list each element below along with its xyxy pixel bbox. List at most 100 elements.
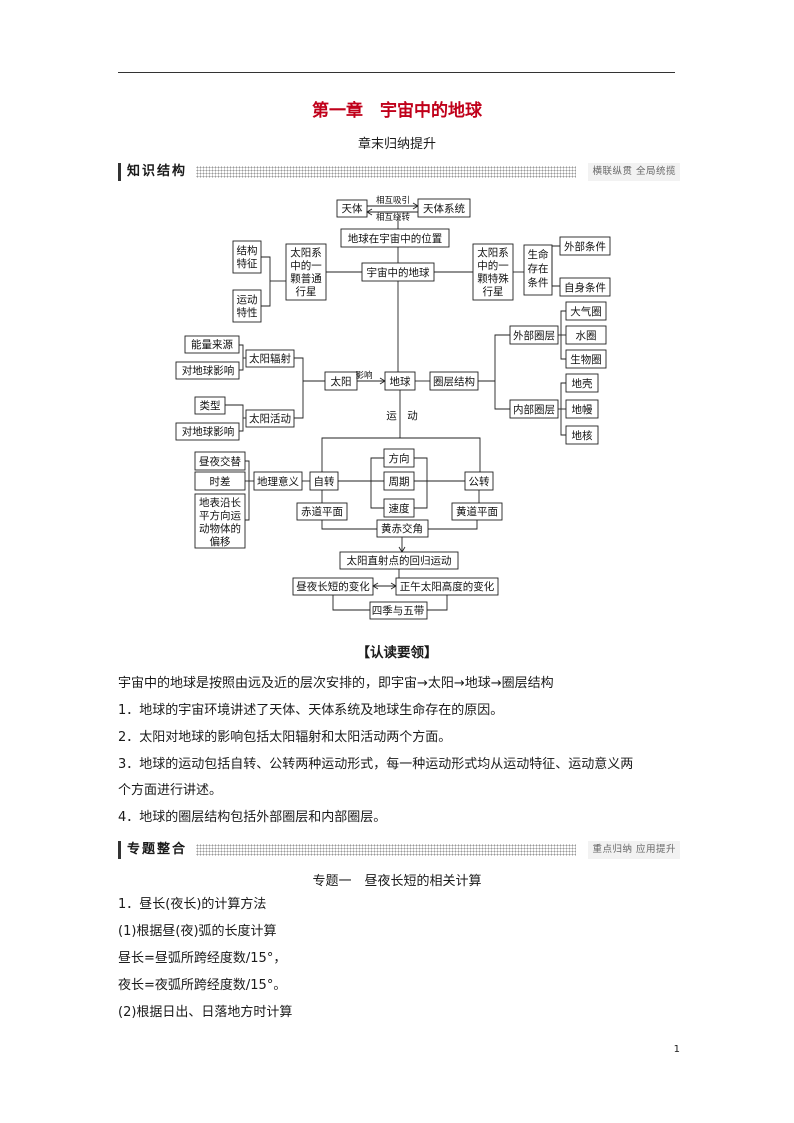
svg-text:昼夜长短的变化: 昼夜长短的变化 xyxy=(296,580,370,593)
svg-text:地理意义: 地理意义 xyxy=(257,475,299,488)
node-dili-yiyi: 地理意义 xyxy=(253,471,303,491)
svg-text:速度: 速度 xyxy=(389,502,410,515)
svg-text:偏移: 偏移 xyxy=(210,535,231,548)
node-shicha: 时差 xyxy=(194,471,246,491)
svg-text:生物圈: 生物圈 xyxy=(570,353,602,366)
node-leixing: 类型 xyxy=(194,396,226,415)
svg-text:特性: 特性 xyxy=(237,306,258,319)
node-diman: 地幔 xyxy=(565,399,599,419)
node-chidao-pingmian: 赤道平面 xyxy=(296,502,348,521)
svg-text:天体系统: 天体系统 xyxy=(423,202,465,215)
node-shengming: 生命 存在 条件 xyxy=(523,244,553,296)
node-piancheng: 地表沿长 平方向运 动物体的 偏移 xyxy=(194,493,246,549)
header-rule xyxy=(118,72,675,73)
node-siji-wudai: 四季与五带 xyxy=(369,601,428,620)
node-dihe: 地核 xyxy=(565,425,599,445)
label-yingxiang: 影响 xyxy=(355,370,372,381)
node-shuiquan: 水圈 xyxy=(565,325,607,345)
svg-text:地球: 地球 xyxy=(390,375,411,388)
node-huigui-yundong: 太阳直射点的回归运动 xyxy=(339,551,459,570)
node-fangxiang: 方向 xyxy=(383,448,415,468)
node-zhengwu-gaodu: 正午太阳高度的变化 xyxy=(395,577,499,596)
svg-text:中的一: 中的一 xyxy=(477,259,509,272)
svg-text:动物体的: 动物体的 xyxy=(199,522,241,535)
node-zizhuan: 自转 xyxy=(309,471,339,491)
svg-text:外部条件: 外部条件 xyxy=(564,240,606,253)
svg-text:颗特殊: 颗特殊 xyxy=(477,272,509,285)
node-gongzhuan: 公转 xyxy=(464,471,494,491)
paragraph-intro: 宇宙中的地球是按照由远及近的层次安排的，即宇宙→太阳→地球→圈层结构 xyxy=(118,676,554,691)
node-jiegou-tezheng: 结构 特征 xyxy=(232,240,262,274)
svg-text:地表沿长: 地表沿长 xyxy=(199,496,241,509)
svg-text:太阳系: 太阳系 xyxy=(477,246,509,259)
node-zishen-tiaojian: 自身条件 xyxy=(559,277,611,297)
paragraph-4: 4．地球的圈层结构包括外部圈层和内部圈层。 xyxy=(118,810,387,825)
svg-text:地壳: 地壳 xyxy=(572,377,593,390)
node-teshu-xingxing: 太阳系 中的一 颗特殊 行星 xyxy=(472,243,514,301)
banner-tag: 专题整合 xyxy=(118,841,194,859)
node-yuzhou-diqiu: 宇宙中的地球 xyxy=(361,262,435,282)
node-tianti-xitong: 天体系统 xyxy=(417,198,471,218)
svg-text:昼夜交替: 昼夜交替 xyxy=(199,455,241,468)
node-neibu-quanceng: 内部圈层 xyxy=(509,399,559,419)
svg-text:时差: 时差 xyxy=(210,475,231,488)
svg-text:内部圈层: 内部圈层 xyxy=(513,403,555,416)
node-nengliang-laiyuan: 能量来源 xyxy=(184,335,240,354)
node-taiyang-huodong: 太阳活动 xyxy=(245,409,295,428)
svg-text:太阳直射点的回归运动: 太阳直射点的回归运动 xyxy=(347,554,452,567)
node-diqiu-weizhi: 地球在宇宙中的位置 xyxy=(340,228,450,248)
svg-text:结构: 结构 xyxy=(237,244,258,257)
svg-text:大气圈: 大气圈 xyxy=(570,305,602,318)
node-waibu-tiaojian: 外部条件 xyxy=(559,236,611,256)
node-yundong-texing: 运动 特性 xyxy=(232,289,262,323)
node-shengwuquan: 生物圈 xyxy=(565,349,607,369)
paragraph-3-continued: 个方面进行讲述。 xyxy=(118,783,223,798)
svg-text:自身条件: 自身条件 xyxy=(564,281,606,294)
node-huangchi-jiaojiao: 黄赤交角 xyxy=(376,519,429,538)
svg-text:太阳系: 太阳系 xyxy=(290,246,322,259)
node-zhouye-changduan: 昼夜长短的变化 xyxy=(292,577,374,596)
paragraph-2: 2．太阳对地球的影响包括太阳辐射和太阳活动两个方面。 xyxy=(118,730,452,745)
svg-text:行星: 行星 xyxy=(483,285,504,298)
svg-text:宇宙中的地球: 宇宙中的地球 xyxy=(367,266,430,279)
svg-text:中的一: 中的一 xyxy=(290,259,322,272)
formula-day-length: 昼长=昼弧所跨经度数/15°， xyxy=(118,951,287,966)
node-putong-xingxing: 太阳系 中的一 颗普通 行星 xyxy=(285,243,327,301)
node-quanceng-jiegou: 圈层结构 xyxy=(429,371,479,391)
svg-text:对地球影响: 对地球影响 xyxy=(182,425,235,438)
paragraph-1: 1．地球的宇宙环境讲述了天体、天体系统及地球生命存在的原因。 xyxy=(118,703,504,718)
page-number: 1 xyxy=(673,1044,680,1055)
banner-caption: 横联纵贯 全局统揽 xyxy=(588,163,680,181)
svg-text:特征: 特征 xyxy=(237,258,258,270)
svg-text:正午太阳高度的变化: 正午太阳高度的变化 xyxy=(400,580,495,593)
svg-text:公转: 公转 xyxy=(469,475,490,488)
topic-title: 专题一 昼夜长短的相关计算 xyxy=(312,874,482,889)
svg-text:圈层结构: 圈层结构 xyxy=(433,375,475,388)
node-diqiao: 地壳 xyxy=(565,373,599,393)
svg-text:外部圈层: 外部圈层 xyxy=(513,329,555,342)
svg-text:太阳活动: 太阳活动 xyxy=(249,412,291,425)
svg-text:水圈: 水圈 xyxy=(576,330,597,342)
formula-night-length: 夜长=夜弧所跨经度数/15°。 xyxy=(118,978,287,993)
svg-text:太阳辐射: 太阳辐射 xyxy=(249,352,291,365)
svg-text:能量来源: 能量来源 xyxy=(191,338,233,351)
svg-text:地核: 地核 xyxy=(572,429,593,442)
node-taiyang: 太阳 xyxy=(324,371,358,391)
topic-item-1-2: (2)根据日出、日落地方时计算 xyxy=(118,1005,293,1020)
svg-text:方向: 方向 xyxy=(389,452,410,465)
svg-text:行星: 行星 xyxy=(296,285,317,298)
node-zhouye-jiaoti: 昼夜交替 xyxy=(194,451,246,471)
node-diqiu: 地球 xyxy=(384,371,416,391)
topic-item-1: 1．昼长(夜长)的计算方法 xyxy=(118,897,267,912)
banner-dots xyxy=(196,166,576,178)
paragraph-3: 3．地球的运动包括自转、公转两种运动形式，每一种运动形式均从运动特征、运动意义两 xyxy=(118,757,634,772)
label-yundong: 运 动 xyxy=(386,410,418,422)
node-taiyang-fushe: 太阳辐射 xyxy=(245,349,295,368)
banner-caption: 重点归纳 应用提升 xyxy=(588,841,680,859)
svg-text:平方向运: 平方向运 xyxy=(199,509,241,522)
svg-text:类型: 类型 xyxy=(200,399,221,412)
svg-text:地球在宇宙中的位置: 地球在宇宙中的位置 xyxy=(348,232,443,245)
svg-text:周期: 周期 xyxy=(389,476,410,488)
node-tianti: 天体 xyxy=(336,199,368,218)
topic-item-1-1: (1)根据昼(夜)弧的长度计算 xyxy=(118,924,277,939)
